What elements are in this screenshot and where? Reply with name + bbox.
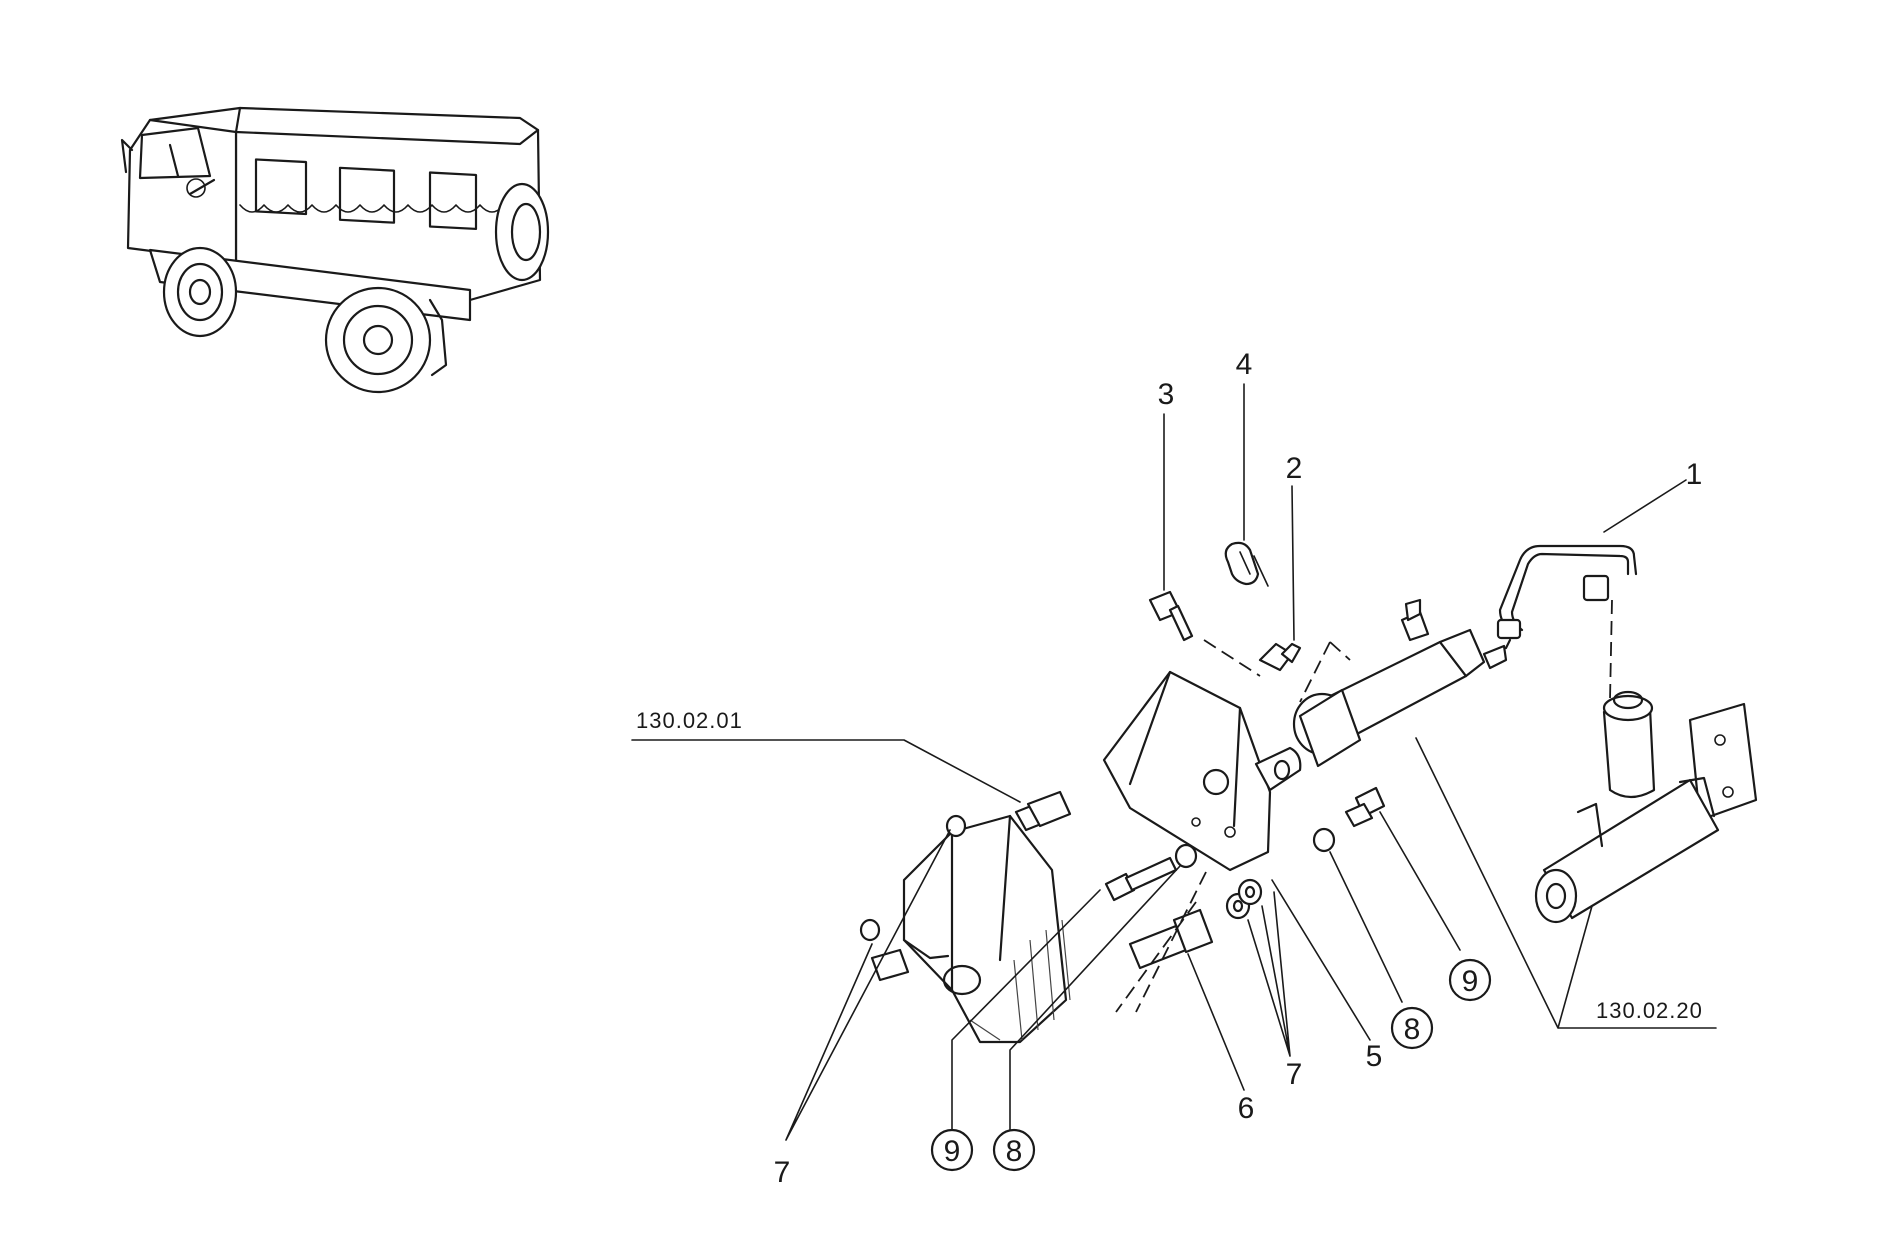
reference-130-02-20: 130.02.20 bbox=[1596, 998, 1703, 1023]
callout-1: 1 bbox=[1686, 458, 1703, 491]
reference-130-02-01: 130.02.01 bbox=[636, 708, 743, 733]
part-6-pin bbox=[1128, 908, 1214, 970]
callout-7-left: 7 bbox=[774, 1156, 791, 1189]
callout-labels: 1 2 3 4 5 6 7 7 8 9 8 9 130.02.01 130.02… bbox=[636, 348, 1703, 1189]
vehicle-thumbnail bbox=[120, 106, 550, 394]
callout-4: 4 bbox=[1236, 348, 1253, 381]
callout-8-right-circle bbox=[1390, 1006, 1434, 1050]
part-8-washers bbox=[1174, 827, 1336, 869]
pedal-frame bbox=[870, 790, 1072, 1044]
callout-9-right-circle bbox=[1448, 958, 1492, 1002]
callout-9-left: 9 bbox=[944, 1135, 961, 1168]
leader-lines bbox=[631, 383, 1717, 1141]
callout-8-right: 8 bbox=[1404, 1013, 1421, 1046]
mounting-bracket bbox=[1102, 670, 1302, 872]
callout-2: 2 bbox=[1286, 452, 1303, 485]
part-1-hydraulic-line bbox=[1496, 544, 1638, 650]
part-4-clip bbox=[1224, 541, 1269, 587]
part-7-bushes bbox=[859, 814, 1263, 942]
callout-5: 5 bbox=[1366, 1040, 1383, 1073]
callout-9-left-circle bbox=[930, 1128, 974, 1172]
master-cylinder bbox=[1534, 690, 1758, 924]
callout-6: 6 bbox=[1238, 1092, 1255, 1125]
callout-8-left-circle bbox=[992, 1128, 1036, 1172]
part-3-bolt bbox=[1148, 590, 1194, 642]
part-2-bleed-screw bbox=[1258, 642, 1302, 672]
callout-8-left: 8 bbox=[1006, 1135, 1023, 1168]
callout-3: 3 bbox=[1158, 378, 1175, 411]
assembly-dash-lines bbox=[1115, 599, 1613, 1013]
callout-7-right: 7 bbox=[1286, 1058, 1303, 1091]
callout-9-right: 9 bbox=[1462, 965, 1479, 998]
slave-cylinder bbox=[1292, 598, 1508, 768]
part-9-bolts bbox=[1104, 786, 1386, 902]
